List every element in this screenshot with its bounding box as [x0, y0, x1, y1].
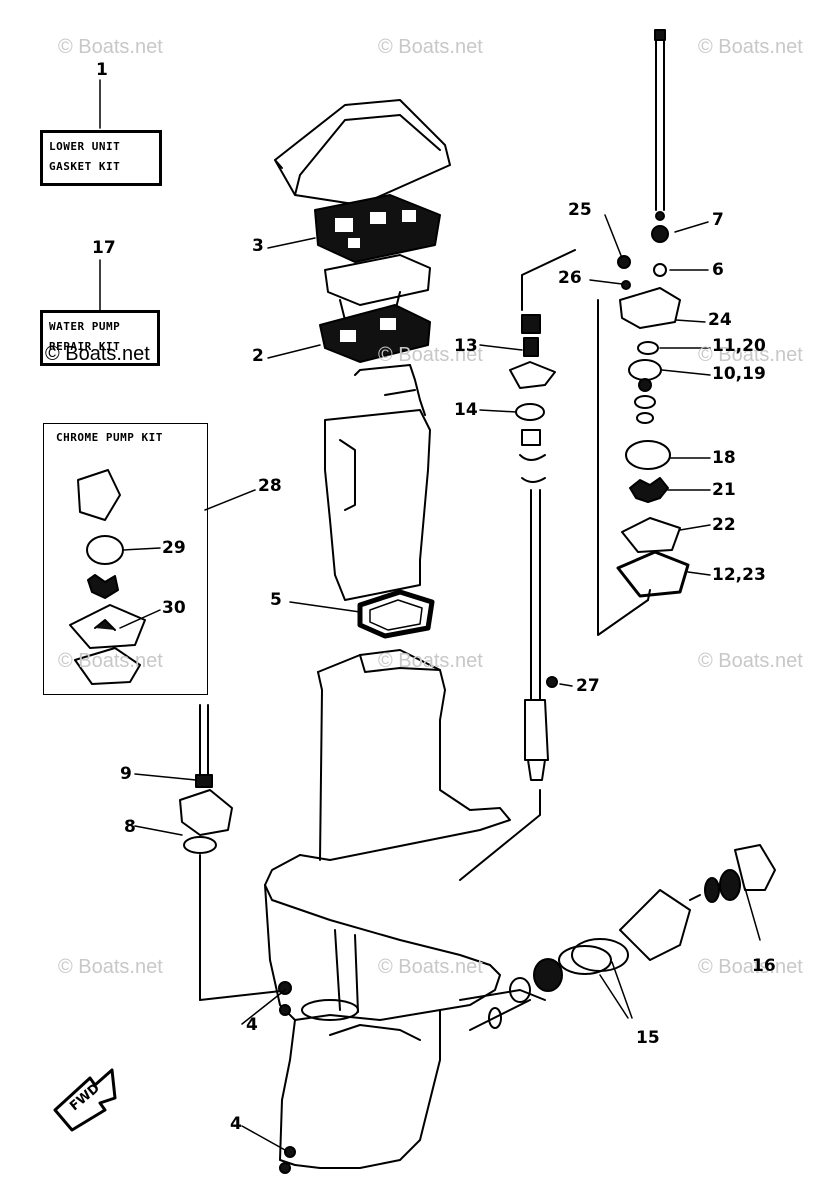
drive-shaft-housing-upper [324, 364, 431, 601]
callout-8: 8 [124, 817, 136, 837]
part-5-gasket [357, 589, 435, 639]
lower-unit-housing [264, 649, 546, 1169]
watermark: © Boats.net [378, 344, 483, 366]
callout-13: 13 [454, 336, 478, 356]
callout-22: 22 [712, 515, 736, 535]
callout-28: 28 [258, 476, 282, 496]
callout-24: 24 [708, 310, 732, 330]
chrome-pump-kit-box [43, 423, 208, 695]
chrome-pump-kit-title: CHROME PUMP KIT [56, 431, 163, 444]
callout-27: 27 [576, 676, 600, 696]
callout-11-20: 11,20 [712, 336, 766, 356]
callout-21: 21 [712, 480, 736, 500]
watermark: © Boats.net [378, 36, 483, 58]
callout-25: 25 [568, 200, 592, 220]
upper-casing-cover [274, 99, 451, 206]
watermark: © Boats.net [378, 650, 483, 672]
callout-29: 29 [162, 538, 186, 558]
callout-5: 5 [270, 590, 282, 610]
callout-18: 18 [712, 448, 736, 468]
callout-4: 4 [246, 1015, 258, 1035]
water-pump-assembly [597, 29, 690, 636]
watermark: © Boats.net [698, 650, 803, 672]
watermark: © Boats.net [698, 36, 803, 58]
callout-10-19: 10,19 [712, 364, 766, 384]
watermark: © Boats.net [58, 36, 163, 58]
watermark: © Boats.net [698, 956, 803, 978]
propeller-shaft-assembly [469, 844, 776, 1031]
watermark: © Boats.net [698, 344, 803, 366]
kit-label-line: LOWER UNIT [49, 140, 121, 153]
callout-16: 16 [752, 956, 776, 976]
water-inlet [179, 704, 291, 1001]
callout-30: 30 [162, 598, 186, 618]
callout-15: 15 [636, 1028, 660, 1048]
watermark: © Boats.net [58, 956, 163, 978]
watermark: © Boats.net [58, 650, 163, 672]
callout-2: 2 [252, 346, 264, 366]
lower-unit-gasket-kit-box: LOWER UNIT GASKET KIT [40, 130, 162, 186]
watermark: © Boats.net [378, 956, 483, 978]
callout-3: 3 [252, 236, 264, 256]
kit-label-line: GASKET KIT [49, 160, 121, 173]
fwd-arrow [53, 1068, 117, 1132]
callout-4: 4 [230, 1114, 242, 1134]
callout-9: 9 [120, 764, 132, 784]
drive-shaft [509, 314, 556, 781]
watermark-overlay: © Boats.net [45, 343, 150, 365]
callout-14: 14 [454, 400, 478, 420]
callout-1: 1 [96, 60, 108, 80]
callout-12-23: 12,23 [712, 565, 766, 585]
part-3-gasket [314, 194, 441, 263]
callout-26: 26 [558, 268, 582, 288]
callout-17: 17 [92, 238, 116, 258]
water-pump-repair-kit-box: WATER PUMP REPAIR KIT [40, 310, 160, 366]
callout-6: 6 [712, 260, 724, 280]
water-tube [459, 249, 576, 881]
callout-7: 7 [712, 210, 724, 230]
kit-label-line: REPAIR KIT [49, 340, 121, 353]
part-2-gasket [319, 304, 431, 363]
kit-label-line: WATER PUMP [49, 320, 121, 333]
chrome-pump-parts [69, 469, 146, 685]
